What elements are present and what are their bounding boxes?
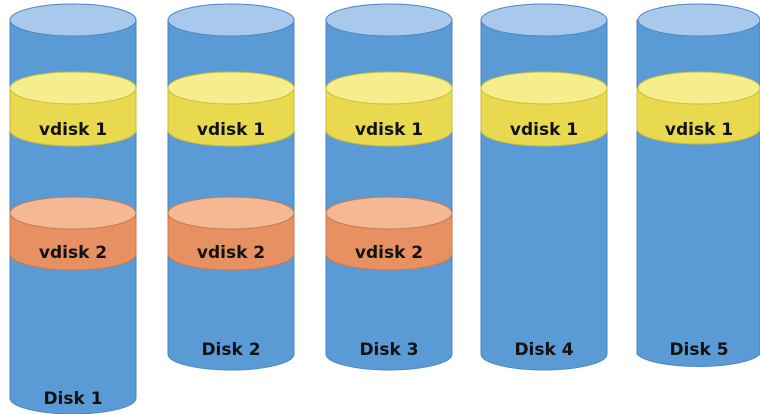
vdisk-label: vdisk 1 [355, 120, 423, 140]
vdisk-2-slice: vdisk 2 [167, 196, 295, 271]
vdisk-label: vdisk 2 [355, 243, 423, 263]
disk-label: Disk 3 [359, 340, 418, 360]
vdisk-label: vdisk 1 [510, 120, 578, 140]
vdisk-label: vdisk 1 [665, 120, 733, 140]
disk-1: vdisk 1 vdisk 2 Disk 1 [9, 3, 137, 414]
vdisk-label: vdisk 2 [197, 243, 265, 263]
disk-label: Disk 5 [669, 340, 728, 360]
vdisk-label: vdisk 2 [39, 243, 107, 263]
disk-2: vdisk 1 vdisk 2 Disk 2 [167, 3, 295, 371]
disk-4: vdisk 1 Disk 4 [480, 3, 608, 371]
vdisk-1-slice: vdisk 1 [167, 71, 295, 147]
vdisk-2-slice: vdisk 2 [325, 196, 453, 271]
vdisk-1-slice: vdisk 1 [9, 71, 137, 147]
vdisk-2-slice: vdisk 2 [9, 196, 137, 271]
disk-5: vdisk 1 Disk 5 [636, 3, 760, 368]
vdisk-label: vdisk 1 [197, 120, 265, 140]
vdisk-label: vdisk 1 [39, 120, 107, 140]
vdisk-1-slice: vdisk 1 [636, 71, 760, 145]
disk-label: Disk 2 [201, 340, 260, 360]
disk-3: vdisk 1 vdisk 2 Disk 3 [325, 3, 453, 371]
vdisk-1-slice: vdisk 1 [325, 71, 453, 147]
disk-label: Disk 4 [514, 340, 573, 360]
vdisk-1-slice: vdisk 1 [480, 71, 608, 147]
disk-label: Disk 1 [43, 389, 102, 409]
